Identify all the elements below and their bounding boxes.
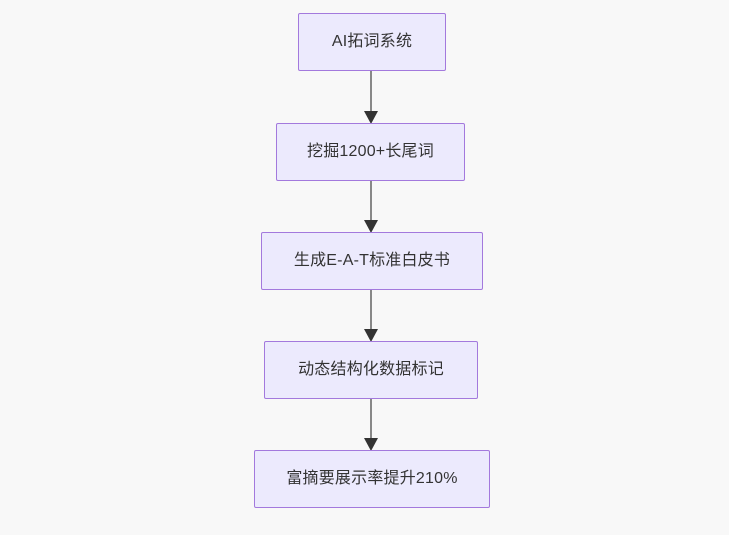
- arrowhead-icon: [364, 220, 378, 233]
- flow-edge-3-4: [364, 290, 378, 342]
- flow-node-rich-snippet-rate-increase[interactable]: 富摘要展示率提升210%: [254, 450, 490, 508]
- flow-edge-1-2: [364, 71, 378, 124]
- flow-node-label: 动态结构化数据标记: [298, 361, 444, 379]
- flow-node-label: 生成E-A-T标准白皮书: [293, 252, 451, 270]
- arrowhead-icon: [364, 438, 378, 451]
- arrowhead-icon: [364, 329, 378, 342]
- flow-node-mine-longtail-keywords[interactable]: 挖掘1200+长尾词: [276, 123, 465, 181]
- flow-edge-4-5: [364, 399, 378, 451]
- flow-node-label: AI拓词系统: [331, 33, 413, 51]
- flow-node-label: 挖掘1200+长尾词: [307, 143, 434, 161]
- flow-node-dynamic-structured-data-markup[interactable]: 动态结构化数据标记: [264, 341, 478, 399]
- flow-node-ai-keyword-system[interactable]: AI拓词系统: [298, 13, 446, 71]
- flow-node-label: 富摘要展示率提升210%: [286, 470, 458, 488]
- flow-node-generate-eat-whitepaper[interactable]: 生成E-A-T标准白皮书: [261, 232, 483, 290]
- arrowhead-icon: [364, 111, 378, 124]
- flow-edge-2-3: [364, 181, 378, 233]
